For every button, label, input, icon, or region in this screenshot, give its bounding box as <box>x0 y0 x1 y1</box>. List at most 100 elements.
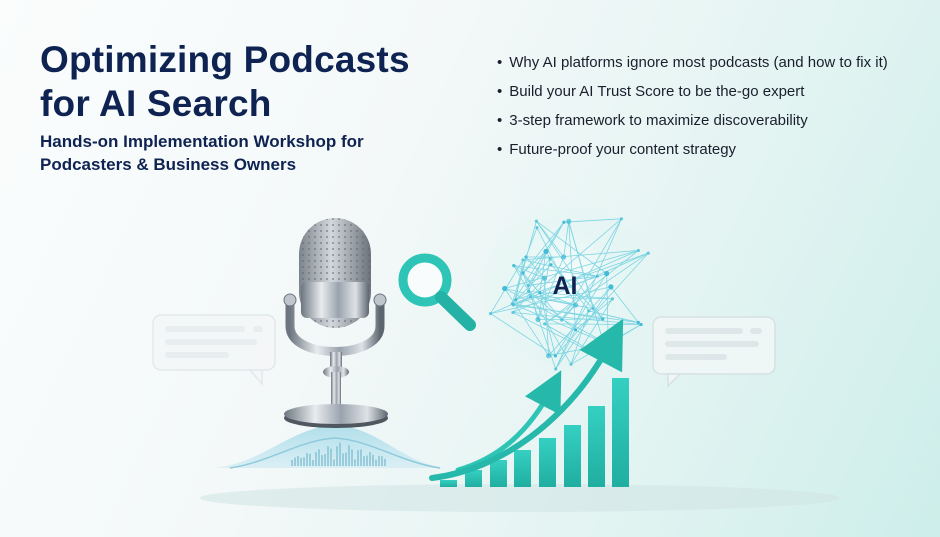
network-node <box>514 298 518 302</box>
network-node <box>502 285 508 292</box>
network-node <box>573 302 579 308</box>
microphone-icon <box>283 218 388 428</box>
network-link <box>513 265 545 279</box>
title-line-1: Optimizing Podcasts <box>40 39 410 80</box>
page-subtitle: Hands-on Implementation Workshop for Pod… <box>40 130 364 176</box>
network-node <box>553 354 558 358</box>
title-line-2: for AI Search <box>40 83 272 124</box>
network-node <box>549 263 553 267</box>
network-node <box>538 291 542 295</box>
network-node <box>554 367 558 371</box>
network-node <box>524 255 528 259</box>
network-link <box>530 296 613 300</box>
network-link <box>555 329 576 370</box>
network-node <box>560 318 564 322</box>
network-node <box>619 217 624 221</box>
network-node <box>521 258 525 262</box>
network-link <box>555 273 608 357</box>
network-node <box>639 322 643 327</box>
network-link <box>511 221 565 304</box>
network-link <box>515 252 649 301</box>
magnifier-icon <box>398 253 476 331</box>
chat-bubble-icon <box>652 316 776 388</box>
ai-label: AI <box>553 272 578 300</box>
network-link <box>512 277 545 313</box>
network-link <box>515 291 529 301</box>
network-link <box>504 288 549 356</box>
network-node <box>607 359 611 363</box>
network-node <box>488 312 493 316</box>
network-node <box>543 322 547 326</box>
network-node <box>534 219 539 223</box>
sound-wave-icon <box>215 425 445 469</box>
benefit-item: Why AI platforms ignore most podcasts (a… <box>497 52 888 81</box>
network-node <box>591 307 595 311</box>
network-link <box>555 218 622 370</box>
network-link <box>490 296 531 314</box>
neural-network-icon: AI <box>477 197 653 373</box>
network-link <box>512 252 649 313</box>
network-link <box>522 221 565 274</box>
network-node <box>561 254 567 260</box>
network-link <box>515 264 552 301</box>
network-link <box>522 272 563 321</box>
network-node <box>587 309 591 313</box>
benefit-item: 3-step framework to maximize discoverabi… <box>497 110 888 139</box>
network-node <box>521 271 525 275</box>
network-link <box>536 220 607 274</box>
network-link <box>522 250 639 261</box>
benefit-item: Build your AI Trust Score to be the-go e… <box>497 81 888 110</box>
network-link <box>568 221 594 309</box>
network-node <box>562 220 566 224</box>
network-node <box>636 320 640 325</box>
network-link <box>530 218 622 298</box>
network-link <box>537 258 551 320</box>
network-link <box>561 275 598 321</box>
network-link <box>513 273 607 306</box>
network-node <box>526 283 530 287</box>
network-node <box>595 274 599 278</box>
network-link <box>522 251 547 274</box>
network-node <box>646 251 650 255</box>
network-node <box>511 310 515 315</box>
network-node <box>608 284 614 290</box>
network-link <box>610 286 639 323</box>
network-node <box>511 303 515 307</box>
network-link <box>588 310 639 323</box>
growth-arrow-icon <box>429 318 624 481</box>
network-node <box>535 316 541 323</box>
network-node <box>512 264 516 268</box>
network-link <box>490 259 524 314</box>
network-node <box>535 226 539 230</box>
network-link <box>536 220 565 258</box>
network-node <box>527 289 531 293</box>
network-link <box>537 318 603 320</box>
network-link <box>528 291 576 331</box>
subtitle-line-1: Hands-on Implementation Workshop for <box>40 132 364 151</box>
network-link <box>504 250 639 289</box>
network-node <box>566 218 572 224</box>
network-link <box>537 256 565 320</box>
network-node <box>541 275 548 281</box>
network-node <box>546 353 552 359</box>
network-link <box>563 221 570 258</box>
network-node <box>604 270 610 277</box>
benefit-item: Future-proof your content strategy <box>497 139 888 168</box>
floor-shadow <box>200 484 840 512</box>
network-node <box>610 297 615 301</box>
network-node <box>636 248 641 253</box>
network-node <box>543 248 549 254</box>
network-link <box>563 218 622 223</box>
network-link <box>490 313 556 357</box>
chat-bubble-icon <box>152 314 276 387</box>
page-title: Optimizing Podcasts for AI Search <box>40 38 410 126</box>
network-node <box>569 362 573 366</box>
network-link <box>490 286 611 314</box>
network-link <box>539 251 547 293</box>
network-node <box>601 317 605 321</box>
network-node <box>573 328 578 332</box>
growth-chart-icon <box>440 378 629 487</box>
network-link <box>549 258 590 312</box>
subtitle-line-2: Podcasters & Business Owners <box>40 155 297 174</box>
